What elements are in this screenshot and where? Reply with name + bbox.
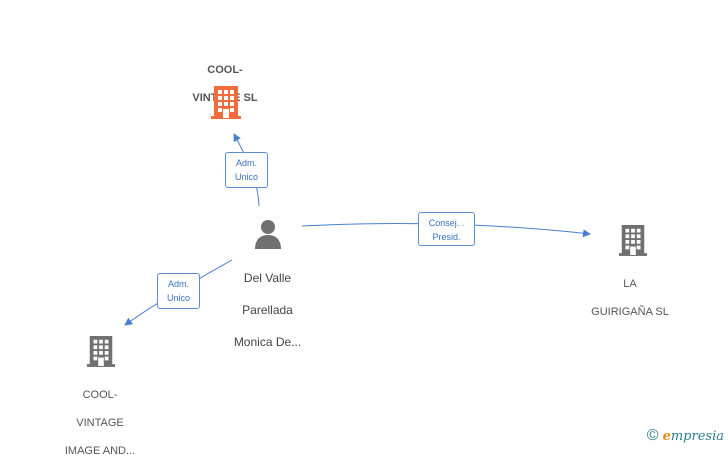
bottom-company-name-line: VINTAGE [76,417,124,429]
relation-label-to-main-company[interactable]: Adm. Unico [225,152,268,188]
relation-label-to-bottom-company[interactable]: Adm. Unico [157,273,200,309]
right-company-name: LA GUIRIGAÑA SL [575,263,685,333]
copyright-icon: © [646,427,659,444]
building-icon [618,225,648,256]
bottom-company-name-line: IMAGE AND... [64,445,136,457]
bottom-company-name: COOL- VINTAGE IMAGE AND... [45,374,155,472]
brand-logo: empresia [663,429,724,444]
bottom-company-name-line: COOL- [82,389,118,401]
relation-label-to-right-company[interactable]: Consej. . Presid. [418,212,475,246]
building-icon [86,336,116,367]
brand-logo-initial: e [662,428,671,444]
relation-line: Consej. . [428,218,465,228]
relation-line: Unico [234,172,258,182]
person-name-line: Del Valle [243,271,292,285]
brand-watermark: © empresia [647,426,724,446]
brand-logo-rest: mpresia [670,428,724,444]
right-company-name-line: GUIRIGAÑA SL [591,306,669,318]
person-name-line: Parellada [242,303,293,317]
relation-line: Adm. [167,279,189,289]
person-name-line: Monica De... [233,335,302,349]
person-name: Del Valle Parellada Monica De... [210,254,325,366]
person-icon [255,220,281,249]
relation-line: Unico [166,293,190,303]
right-company-name-line: LA [623,278,637,290]
relation-line: Presid. [432,232,461,242]
building-icon [211,86,241,119]
relation-line: Adm. [235,158,257,168]
main-company-name-line: COOL- [207,64,243,76]
network-diagram: COOL- VINTAGE SL Adm. Unico Del Valle [65,64,724,457]
